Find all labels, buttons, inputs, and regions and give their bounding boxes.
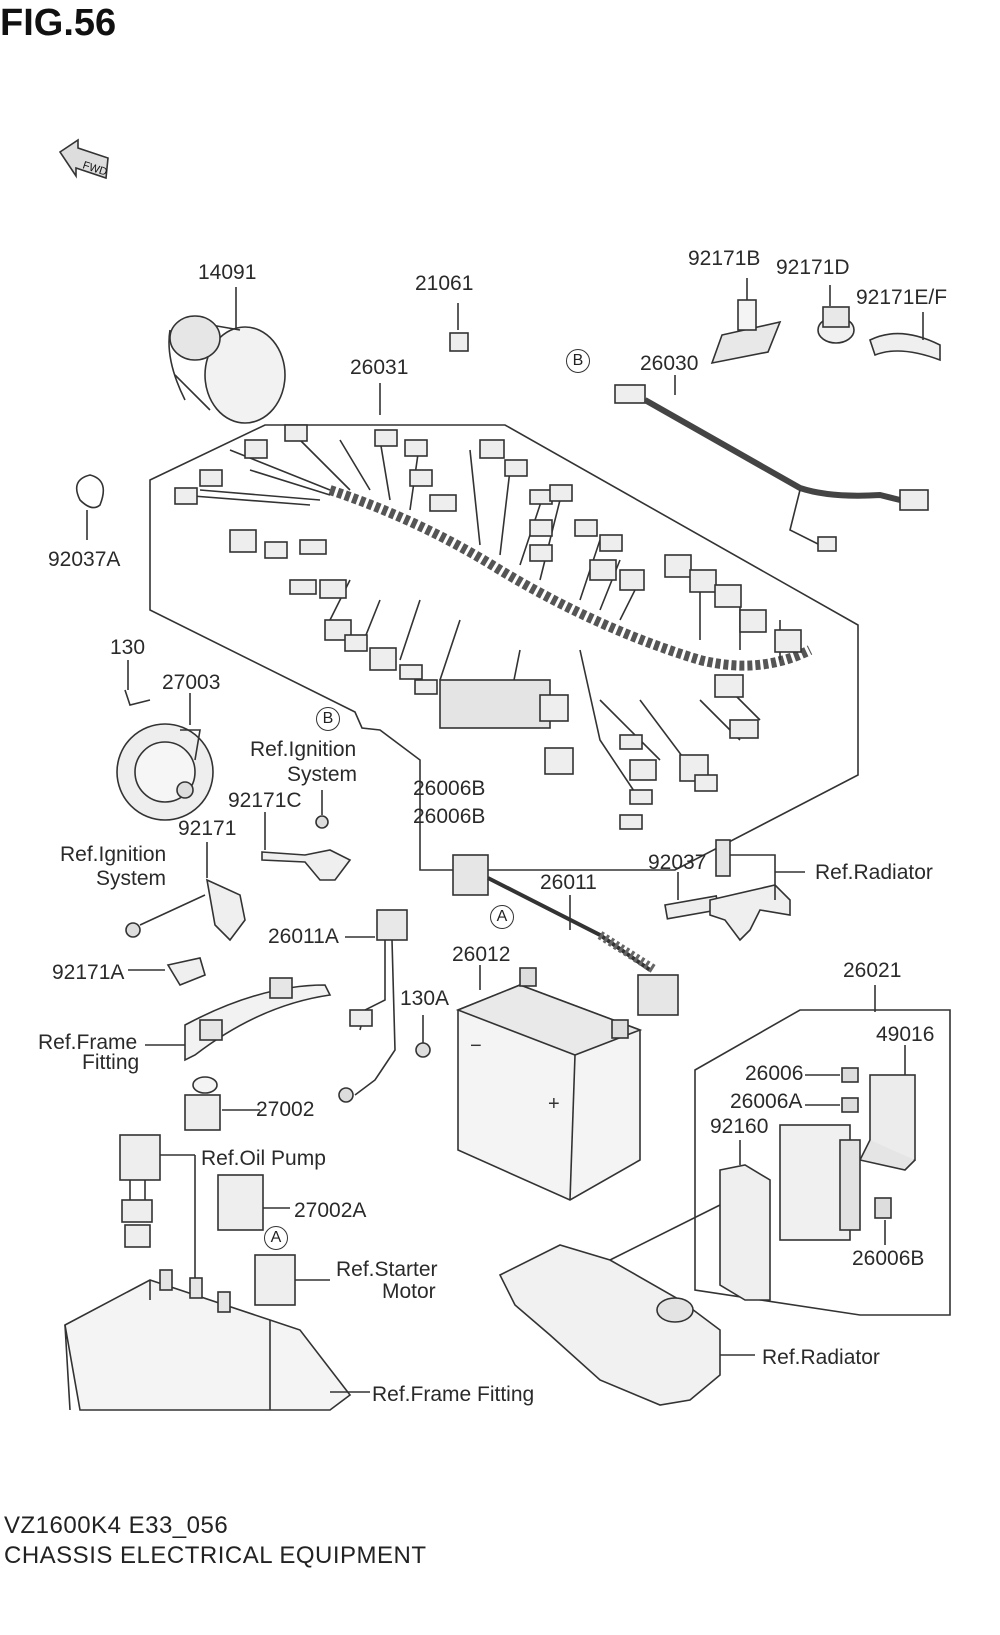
ref-ignition-1-line1: Ref.Ignition <box>250 738 357 761</box>
main-harness-26031 <box>174 383 813 830</box>
ref-ignition-2-line1: Ref.Ignition <box>60 843 167 866</box>
label-130: 130 <box>110 636 146 659</box>
battery-26012: − + <box>455 965 643 1201</box>
svg-text:+: + <box>548 1093 560 1115</box>
group-26021-outline <box>694 1009 951 1316</box>
horn-27003 <box>116 660 214 821</box>
battery-tray <box>64 1269 370 1411</box>
ref-frame-fitting-line1: Ref.Frame <box>38 1031 138 1054</box>
ref-starter-motor-line1: Ref.Starter <box>336 1258 438 1281</box>
label-26012: 26012 <box>452 943 511 966</box>
label-92160: 92160 <box>710 1115 769 1138</box>
clip-92171A <box>128 957 206 986</box>
ref-oil-pump: Ref.Oil Pump <box>201 1147 326 1170</box>
radiator-bracket <box>709 839 805 942</box>
label-21061: 21061 <box>415 272 474 295</box>
model-code: VZ1600K4 E33_056 <box>4 1512 229 1539</box>
label-92171B: 92171B <box>688 247 761 270</box>
label-26006B-2: 26006B <box>413 805 486 828</box>
label-49016: 49016 <box>876 1023 935 1046</box>
clamp-92171D <box>817 285 855 344</box>
part-21061 <box>449 303 469 352</box>
label-27003: 27003 <box>162 671 221 694</box>
label-92037: 92037 <box>648 851 707 874</box>
reservoir-tank <box>498 1244 755 1406</box>
lead-26011A <box>338 909 431 1103</box>
label-26006B-1: 26006B <box>413 777 486 800</box>
oil-pump-connector <box>119 1134 196 1410</box>
bracket-92171 <box>125 842 246 942</box>
canister-14091 <box>168 287 286 424</box>
label-26021: 26021 <box>843 959 902 982</box>
marker-b-2: B <box>316 707 340 731</box>
label-26006A: 26006A <box>730 1090 803 1113</box>
label-26006: 26006 <box>745 1062 804 1085</box>
marker-b-1: B <box>566 349 590 373</box>
label-26030: 26030 <box>640 352 699 375</box>
relay-box <box>779 1124 861 1241</box>
label-27002A: 27002A <box>294 1199 367 1222</box>
label-92171C: 92171C <box>228 789 302 812</box>
label-26031: 26031 <box>350 356 409 379</box>
section-title: CHASSIS ELECTRICAL EQUIPMENT <box>4 1542 427 1569</box>
marker-a-2: A <box>264 1226 288 1250</box>
label-92171A: 92171A <box>52 961 125 984</box>
harness-26030 <box>614 375 929 552</box>
fuses-26006 <box>805 1067 892 1245</box>
harness-group-outline <box>149 424 859 871</box>
label-26011A: 26011A <box>268 925 339 948</box>
label-92171D: 92171D <box>776 256 850 279</box>
ref-ignition-2-line2: System <box>96 867 167 890</box>
relay-27002A <box>217 1174 290 1231</box>
sensor-27002 <box>184 1076 260 1131</box>
label-14091: 14091 <box>198 261 257 284</box>
label-92037A: 92037A <box>48 548 121 571</box>
figure-title: FIG.56 <box>0 2 117 44</box>
ref-frame-fitting-line2: Fitting <box>82 1051 140 1074</box>
ref-ignition-1-line2: System <box>287 763 358 786</box>
label-92171: 92171 <box>178 817 237 840</box>
fwd-arrow-icon: FWD <box>58 138 109 180</box>
bracket-92160 <box>609 1140 771 1301</box>
cable-26011 <box>452 854 679 1016</box>
label-92171EF: 92171E/F <box>856 286 948 309</box>
label-27002: 27002 <box>256 1098 315 1121</box>
bracket-92171C <box>261 790 352 881</box>
label-26011: 26011 <box>540 871 597 894</box>
starter-relay <box>254 1254 330 1306</box>
svg-text:−: − <box>470 1035 482 1057</box>
marker-a-1: A <box>490 905 514 929</box>
band-92037A <box>75 474 105 540</box>
ref-frame-fitting-2: Ref.Frame Fitting <box>372 1383 535 1406</box>
fuse-box-49016 <box>858 1045 916 1171</box>
frame-fitting-plate <box>145 977 332 1062</box>
label-26006B-3: 26006B <box>852 1247 925 1270</box>
ref-starter-motor-line2: Motor <box>382 1280 436 1303</box>
clamp-92171B <box>710 278 782 365</box>
label-130A: 130A <box>400 987 450 1010</box>
clamp-92171EF <box>869 312 941 362</box>
ref-radiator-1: Ref.Radiator <box>815 861 933 884</box>
ref-radiator-2: Ref.Radiator <box>762 1346 880 1369</box>
